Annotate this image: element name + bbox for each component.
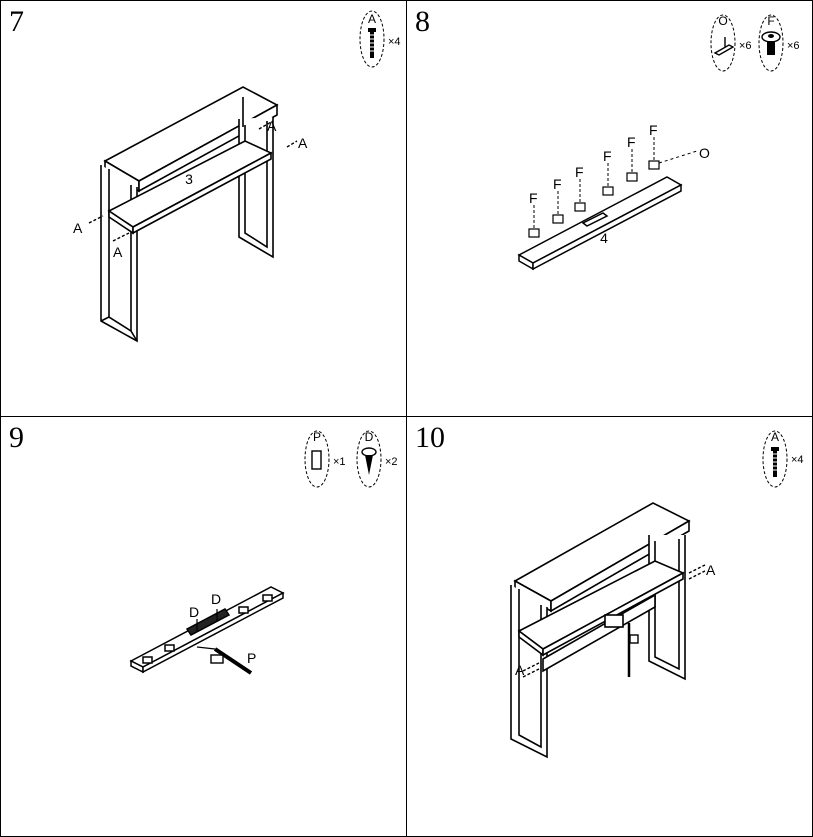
plank-4-underside — [129, 586, 285, 674]
console-table — [100, 86, 279, 343]
part-callout-f: F ×6 — [758, 14, 800, 72]
screw-markers — [522, 564, 706, 678]
screw-icon — [771, 447, 779, 477]
screw-icon — [368, 28, 376, 58]
part-letter: P — [313, 430, 321, 444]
part-letter: A — [771, 430, 779, 444]
step-number: 8 — [415, 5, 430, 38]
part-letter: D — [365, 430, 374, 444]
screw-label-d: D — [211, 591, 221, 607]
part-qty: ×6 — [787, 40, 800, 52]
part-qty: ×6 — [739, 40, 752, 52]
screw-markers — [88, 120, 298, 242]
panel-label: 4 — [600, 230, 608, 246]
screw-label-a: A — [515, 662, 525, 678]
screw-label-a: A — [706, 562, 716, 578]
console-table — [510, 502, 691, 759]
part-callout-o: O ×6 — [710, 14, 752, 72]
bolt-markers — [533, 137, 698, 229]
panel-label: 3 — [185, 171, 193, 187]
bolt-label-f: F — [529, 190, 538, 206]
step-9-panel: 9 P ×1 D ×2 — [0, 416, 408, 837]
bolt-label-f: F — [575, 164, 584, 180]
screw-label-a: A — [267, 118, 277, 134]
bolt-label-f: F — [603, 148, 612, 164]
step-7-illustration: A ×4 — [73, 10, 401, 343]
bolt-label-f: F — [553, 176, 562, 192]
hook-assembly — [196, 646, 253, 675]
step-number: 7 — [9, 5, 24, 38]
step-8-panel: 8 O ×6 F ×6 — [406, 0, 813, 418]
part-callout-p: P ×1 — [304, 430, 346, 488]
clips — [528, 160, 660, 238]
step-9-illustration: P ×1 D ×2 — [129, 430, 398, 675]
step-10-illustration: A ×4 — [510, 430, 804, 759]
screw-label-a: A — [73, 220, 83, 236]
part-callout-a: A ×4 — [762, 430, 804, 488]
part-letter: A — [368, 12, 376, 26]
step-10-panel: 10 A ×4 — [406, 416, 813, 837]
wood-screw-icon — [361, 447, 377, 475]
bolt-label-f: F — [649, 122, 658, 138]
bolt-icon — [761, 31, 781, 55]
step-8-illustration: O ×6 F ×6 4 — [517, 14, 800, 271]
part-qty: ×4 — [388, 36, 401, 48]
part-letter: O — [718, 14, 727, 28]
clip-label-o: O — [699, 145, 710, 161]
part-letter: F — [767, 14, 774, 28]
plank-4 — [517, 176, 683, 271]
clip-icon — [713, 37, 735, 56]
part-callout-a: A ×4 — [359, 10, 401, 68]
hook-icon — [311, 450, 322, 470]
part-qty: ×2 — [385, 456, 398, 468]
hook-assembly — [627, 623, 639, 677]
bolt-label-f: F — [627, 134, 636, 150]
step-7-panel: 7 A ×4 — [0, 0, 408, 418]
part-callout-d: D ×2 — [356, 430, 398, 488]
step-number: 10 — [415, 421, 445, 454]
part-qty: ×1 — [333, 456, 346, 468]
part-qty: ×4 — [791, 454, 804, 466]
hook-label-p: P — [247, 650, 256, 666]
screw-label-d: D — [189, 604, 199, 620]
screw-label-a: A — [298, 135, 308, 151]
step-number: 9 — [9, 421, 24, 454]
screw-label-a: A — [113, 244, 123, 260]
